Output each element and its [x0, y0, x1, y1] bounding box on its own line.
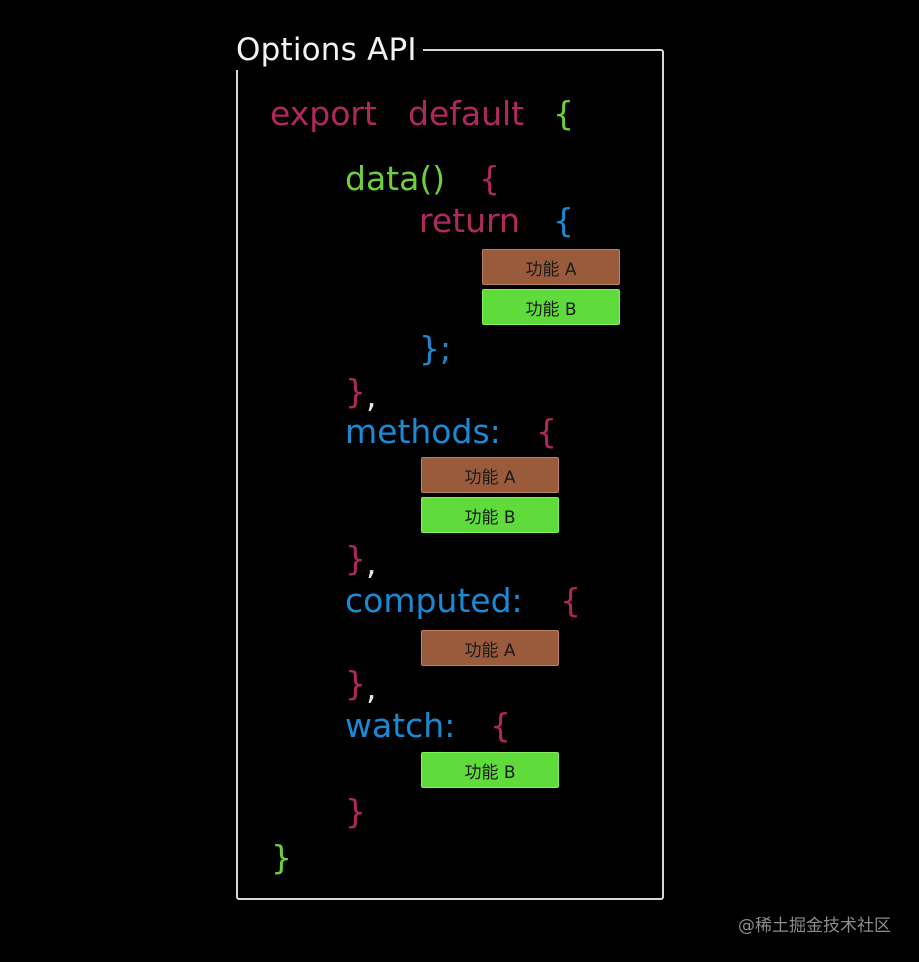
- methods-key: methods:: [345, 412, 501, 451]
- data-open-brace: {: [479, 159, 500, 198]
- data-feature-b-block: 功能 B: [482, 289, 620, 325]
- return-close-brace: };: [419, 329, 452, 368]
- watch-feature-b-block: 功能 B: [421, 752, 559, 788]
- computed-open-brace: {: [560, 581, 581, 620]
- methods-comma: ,: [366, 543, 377, 582]
- watch-close-brace: }: [345, 792, 366, 831]
- computed-key: computed:: [345, 581, 523, 620]
- export-close-brace: }: [271, 838, 292, 877]
- default-keyword: default: [408, 94, 525, 133]
- methods-close-brace: }: [345, 539, 366, 578]
- export-open-brace: {: [553, 94, 574, 133]
- data-close-brace: }: [345, 372, 366, 411]
- frame-title: Options API: [230, 30, 423, 70]
- return-open-brace: {: [553, 201, 574, 240]
- methods-feature-a-block: 功能 A: [421, 457, 559, 493]
- watch-key: watch:: [345, 706, 456, 745]
- watch-open-brace: {: [490, 706, 511, 745]
- methods-open-brace: {: [536, 412, 557, 451]
- computed-close-brace: }: [345, 664, 366, 703]
- data-comma: ,: [366, 376, 377, 415]
- data-function: data(): [345, 159, 446, 198]
- data-feature-a-block: 功能 A: [482, 249, 620, 285]
- computed-comma: ,: [366, 668, 377, 707]
- computed-feature-a-block: 功能 A: [421, 630, 559, 666]
- return-keyword: return: [419, 201, 520, 240]
- methods-feature-b-block: 功能 B: [421, 497, 559, 533]
- options-api-frame: [236, 49, 664, 900]
- watermark: @稀土掘金技术社区: [738, 916, 891, 936]
- export-keyword: export: [270, 94, 377, 133]
